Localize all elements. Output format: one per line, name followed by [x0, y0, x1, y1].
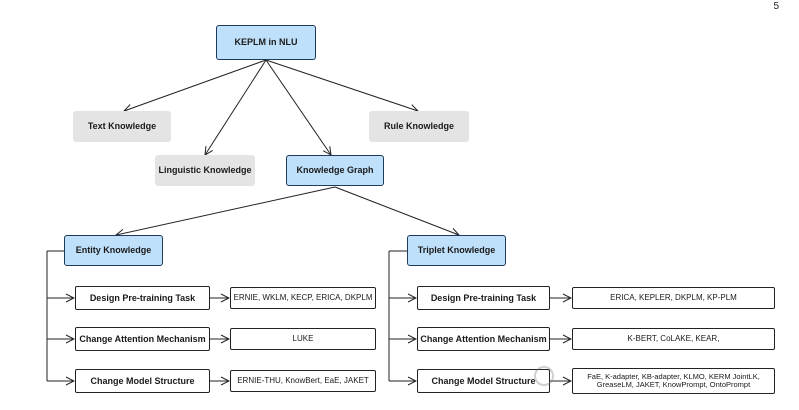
- entity-models-attention: LUKE: [230, 328, 376, 350]
- triplet-models-structure: FaE, K-adapter, KB-adapter, KLMO, KERM J…: [572, 368, 775, 394]
- entity-method-structure: Change Model Structure: [75, 369, 210, 393]
- triplet-models-pretraining: ERICA, KEPLER, DKPLM, KP-PLM: [572, 287, 775, 309]
- root-node: KEPLM in NLU: [216, 25, 316, 60]
- linguistic-knowledge-node: Linguistic Knowledge: [155, 155, 255, 186]
- entity-method-attention: Change Attention Mechanism: [75, 327, 210, 351]
- entity-method-pretraining: Design Pre-training Task: [75, 286, 210, 310]
- entity-models-pretraining: ERNIE, WKLM, KECP, ERICA, DKPLM: [230, 287, 376, 309]
- entity-models-structure: ERNIE-THU, KnowBert, EaE, JAKET: [230, 370, 376, 392]
- knowledge-graph-node: Knowledge Graph: [286, 155, 384, 186]
- entity-knowledge-node: Entity Knowledge: [64, 235, 163, 266]
- rule-knowledge-node: Rule Knowledge: [369, 111, 469, 142]
- triplet-method-attention: Change Attention Mechanism: [417, 327, 550, 351]
- page-number: 5: [773, 1, 779, 12]
- triplet-method-pretraining: Design Pre-training Task: [417, 286, 550, 310]
- triplet-knowledge-node: Triplet Knowledge: [407, 235, 506, 266]
- triplet-method-structure: Change Model Structure: [417, 369, 550, 393]
- text-knowledge-node: Text Knowledge: [73, 111, 171, 142]
- triplet-models-attention: K-BERT, CoLAKE, KEAR,: [572, 328, 775, 350]
